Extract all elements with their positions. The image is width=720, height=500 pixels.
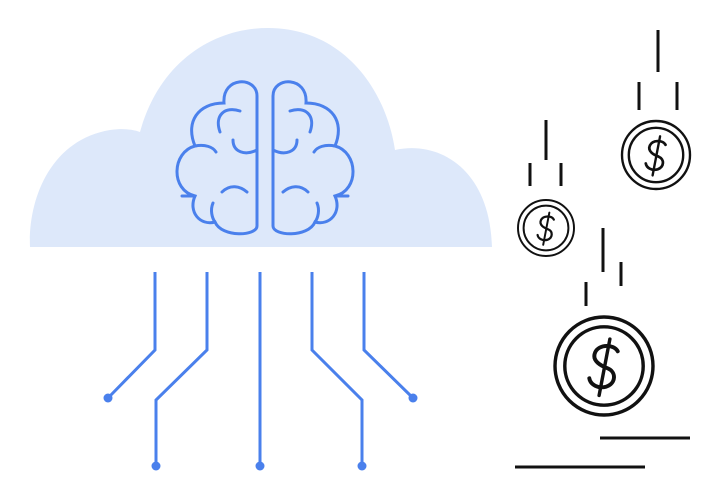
circuit-nodes: [103, 393, 418, 471]
circuit-line-4: [310, 272, 364, 466]
circuit-line-5: [362, 272, 415, 400]
dollar-coin-icon: [553, 315, 655, 417]
circuit-node: [255, 461, 265, 471]
ground-lines: [515, 436, 690, 469]
circuit-line-2: [154, 272, 209, 466]
dollar-coin-icon: [516, 198, 576, 258]
circuit-node: [357, 461, 367, 471]
circuit-node: [408, 393, 418, 403]
cloud-icon: [29, 28, 492, 247]
brain-right-hemisphere: [271, 80, 355, 236]
circuit-lines-icon: [106, 272, 415, 466]
dollar-coin-icon: [620, 119, 692, 191]
circuit-node: [151, 461, 161, 471]
brain-left-hemisphere: [175, 80, 259, 236]
circuit-node: [103, 393, 113, 403]
circuit-line-1: [106, 272, 157, 400]
brain-icon: [175, 80, 355, 236]
motion-lines: [528, 30, 679, 306]
